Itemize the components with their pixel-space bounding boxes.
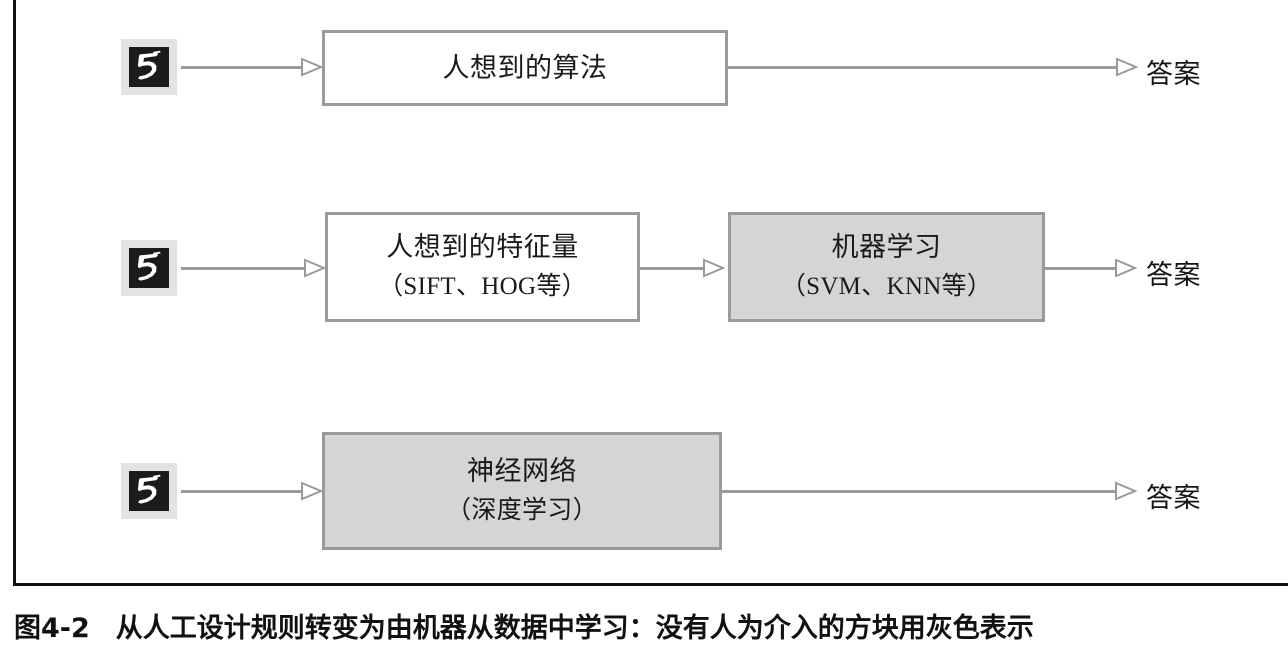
box-machine-learning-line-sub: （SVM、KNN等） xyxy=(780,273,993,301)
handwritten-5-glyph xyxy=(137,474,161,504)
output-label-answer-row2: 答案 xyxy=(1146,260,1201,290)
figure-number: 图4-2 xyxy=(14,613,90,644)
pipeline-row-features-machine-learning: 人想到的特征量 （SIFT、HOG等） 机器学习 （SVM、KNN等） 答案 xyxy=(0,180,1288,360)
connector-neural-network-to-answer xyxy=(722,490,1127,493)
box-machine-learning[interactable]: 机器学习 （SVM、KNN等） xyxy=(728,212,1045,322)
box-human-features-line-main: 人想到的特征量 xyxy=(386,232,579,263)
connector-machine-learning-to-answer xyxy=(1045,267,1127,270)
box-human-features-line-sub: （SIFT、HOG等） xyxy=(378,273,587,301)
handwritten-5-glyph xyxy=(137,50,161,80)
box-neural-network-line-main: 神经网络 xyxy=(467,456,577,487)
box-neural-network[interactable]: 神经网络 （深度学习） xyxy=(322,432,722,550)
connector-algorithm-to-answer xyxy=(728,66,1128,69)
pipeline-row-neural-network: 神经网络 （深度学习） 答案 xyxy=(0,400,1288,580)
box-neural-network-line-sub: （深度学习） xyxy=(446,497,598,525)
figure-caption-text: 从人工设计规则转变为由机器从数据中学习：没有人为介入的方块用灰色表示 xyxy=(115,613,1034,644)
frame-bottom-rule xyxy=(13,583,1288,586)
mnist-digit-5-icon xyxy=(121,463,177,519)
output-label-answer-row3: 答案 xyxy=(1146,483,1201,513)
box-human-algorithm-line-main: 人想到的算法 xyxy=(442,52,608,83)
box-human-algorithm[interactable]: 人想到的算法 xyxy=(322,30,728,106)
pipeline-row-handcrafted-algorithm: 人想到的算法 答案 xyxy=(0,0,1288,150)
output-label-answer-row1: 答案 xyxy=(1146,59,1201,89)
connector-input-to-algorithm xyxy=(181,66,313,69)
box-human-features[interactable]: 人想到的特征量 （SIFT、HOG等） xyxy=(325,212,640,322)
connector-input-to-features xyxy=(181,267,316,270)
mnist-digit-5-icon xyxy=(121,240,177,296)
connector-features-to-machine-learning xyxy=(640,267,715,270)
box-machine-learning-line-main: 机器学习 xyxy=(831,232,942,263)
figure-caption: 图4-2 从人工设计规则转变为由机器从数据中学习：没有人为介入的方块用灰色表示 xyxy=(14,606,1274,645)
connector-input-to-neural-network xyxy=(181,490,313,493)
frame-left-rule xyxy=(13,0,16,586)
mnist-digit-5-icon xyxy=(121,39,177,95)
handwritten-5-glyph xyxy=(137,251,161,281)
